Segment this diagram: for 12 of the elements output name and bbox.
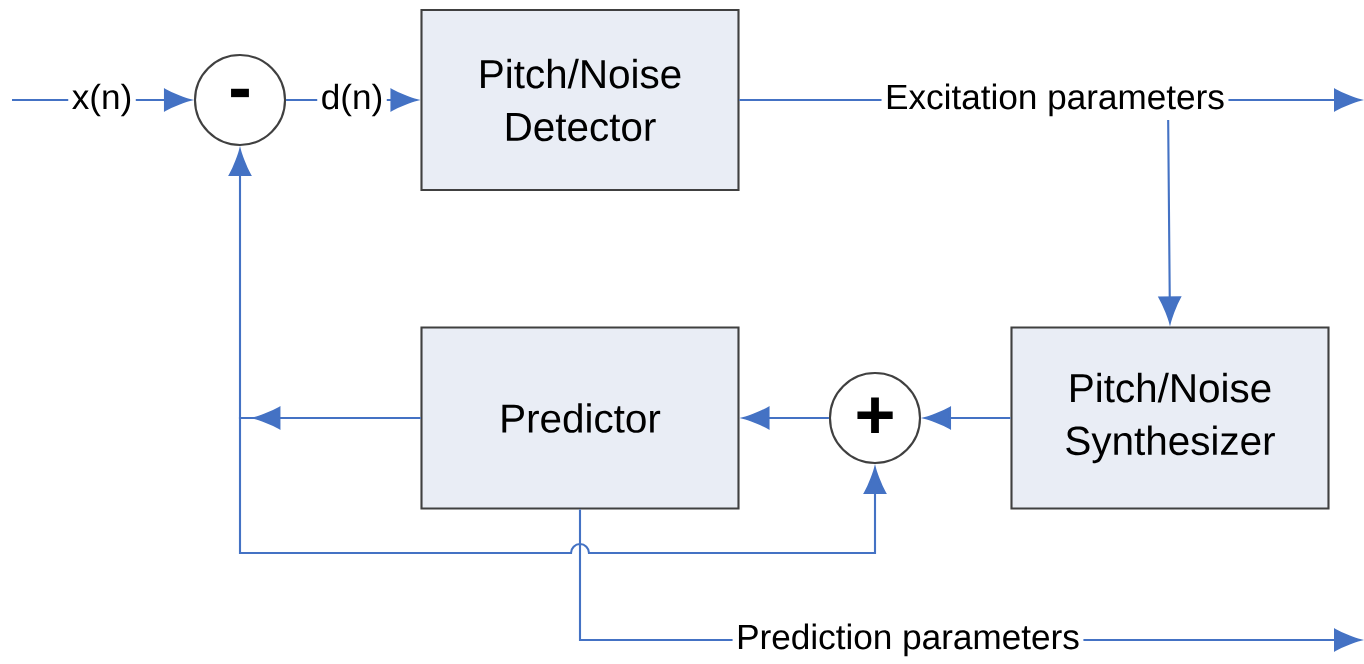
arrow <box>742 406 829 430</box>
edge-label: x(n) <box>68 80 136 120</box>
process-box: Pitch/Noise Synthesizer <box>1010 326 1330 510</box>
edge-label: d(n) <box>317 80 387 120</box>
edge-label: Excitation parameters <box>881 80 1229 120</box>
process-box: Pitch/Noise Detector <box>420 8 740 192</box>
edge-label: Prediction parameters <box>732 620 1084 660</box>
summing-junction: + <box>828 371 922 465</box>
summing-junction: - <box>193 53 287 147</box>
arrow <box>238 416 887 555</box>
arrow <box>924 406 1011 430</box>
process-box: Predictor <box>420 326 740 510</box>
